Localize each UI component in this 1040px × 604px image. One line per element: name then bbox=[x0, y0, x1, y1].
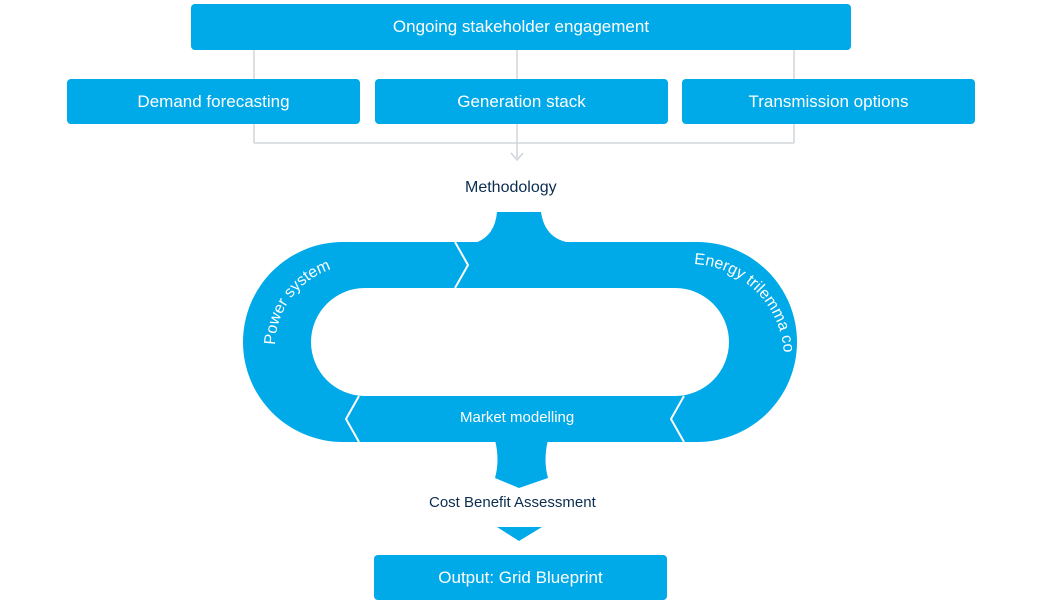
cost-benefit-outflow bbox=[495, 440, 548, 488]
generation-stack-label: Generation stack bbox=[457, 91, 586, 111]
transmission-options-box: Transmission options bbox=[682, 79, 975, 124]
energy-trilemma-label: Energy trilemma considerations bbox=[0, 0, 797, 353]
demand-forecasting-box: Demand forecasting bbox=[67, 79, 360, 124]
methodology-inflow bbox=[475, 212, 572, 243]
stakeholder-engagement-label: Ongoing stakeholder engagement bbox=[392, 17, 650, 36]
market-modelling-label: Market modelling bbox=[460, 409, 575, 426]
methodology-title: Methodology bbox=[465, 179, 557, 196]
output-grid-blueprint-box: Output: Grid Blueprint bbox=[374, 555, 667, 600]
connector-lines bbox=[253, 50, 795, 158]
demand-forecasting-label: Demand forecasting bbox=[137, 91, 290, 111]
output-arrow-icon bbox=[497, 527, 542, 541]
generation-stack-box: Generation stack bbox=[375, 79, 668, 124]
cost-benefit-title: Cost Benefit Assessment bbox=[429, 494, 596, 511]
transmission-options-label: Transmission options bbox=[748, 91, 909, 111]
chevron-right-icon bbox=[454, 241, 470, 289]
power-system-modelling-label: Power system modelling bbox=[0, 0, 337, 345]
chevron-left-icon bbox=[669, 395, 685, 443]
chevron-left-icon bbox=[344, 395, 360, 443]
stakeholder-engagement-box: Ongoing stakeholder engagement bbox=[191, 4, 851, 50]
cycle-loop bbox=[243, 242, 797, 442]
methodology-arrow-icon bbox=[510, 152, 524, 162]
output-grid-blueprint-label: Output: Grid Blueprint bbox=[438, 567, 603, 587]
